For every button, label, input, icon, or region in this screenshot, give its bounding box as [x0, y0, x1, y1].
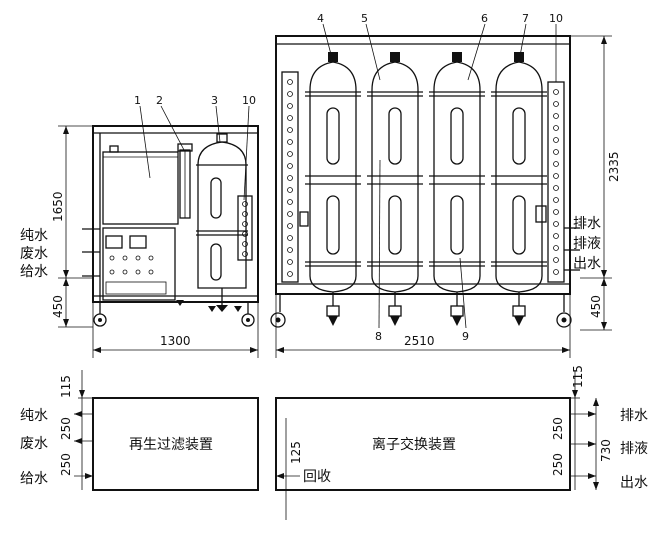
part-number-3: 3 — [211, 94, 218, 107]
plan-left-title: 再生过滤装置 — [129, 437, 213, 453]
label-drain-water: 排水 — [573, 216, 601, 232]
control-panel — [102, 227, 176, 301]
dim-left-width: 1300 — [160, 334, 191, 348]
plan-label-feed-water: 给水 — [20, 471, 48, 487]
right-casters — [270, 294, 572, 328]
plan-label-return: 回收 — [303, 469, 331, 485]
leader-lines — [139, 23, 557, 329]
part-3-vessel — [196, 133, 248, 312]
front-dimensions: 1650 450 1300 2335 450 2510 — [51, 35, 621, 358]
left-unit-front-view — [82, 125, 259, 327]
plan-dim-left-low: 250 — [59, 453, 73, 476]
part-number-labels: 1 2 3 10 4 5 6 7 10 8 9 — [134, 12, 563, 343]
part-number-2: 2 — [156, 94, 163, 107]
ion-column-6 — [429, 52, 485, 326]
front-left-labels: 纯水 废水 给水 — [20, 228, 48, 280]
front-right-labels: 排水 排液 出水 — [573, 216, 601, 272]
plan-view: 再生过滤装置 离子交换装置 纯水 废水 给水 115 250 250 125 回… — [20, 365, 648, 520]
label-waste-water: 废水 — [20, 246, 48, 262]
dim-right-width: 2510 — [404, 334, 435, 348]
part-number-6: 6 — [481, 12, 488, 25]
plan-dim-right-low: 250 — [551, 453, 565, 476]
part-10-right-valve-column — [547, 81, 565, 283]
plan-right-title: 离子交换装置 — [372, 436, 456, 453]
plan-dim-left-top: 115 — [59, 375, 73, 398]
label-feed-water: 给水 — [20, 264, 48, 280]
part-number-8: 8 — [375, 330, 382, 343]
plan-dim-right-total: 730 — [599, 439, 613, 462]
plan-left-box — [92, 397, 259, 491]
part-number-1: 1 — [134, 94, 141, 107]
plan-dim-right-mid: 250 — [551, 417, 565, 440]
dim-right-height: 2335 — [607, 151, 621, 182]
left-casters — [93, 300, 255, 327]
part-number-7: 7 — [522, 12, 529, 25]
ion-column-7 — [491, 52, 547, 326]
part-number-5: 5 — [361, 12, 368, 25]
label-pure-water: 纯水 — [20, 228, 48, 244]
part-10-left-valve-column — [237, 195, 253, 261]
plan-dim-return: 125 — [289, 441, 303, 464]
part-1-tank — [102, 145, 179, 225]
ion-column-4 — [305, 52, 361, 326]
right-unit-front-view — [270, 35, 580, 328]
label-outlet-water: 出水 — [573, 256, 601, 272]
plan-label-outlet-water: 出水 — [620, 475, 648, 491]
dim-left-height: 1650 — [51, 191, 65, 222]
dim-right-base: 450 — [589, 295, 603, 318]
right-left-valve-column — [281, 71, 299, 283]
plan-label-pure-water: 纯水 — [20, 408, 48, 424]
plan-label-waste-water: 废水 — [20, 436, 48, 452]
plan-dim-left-mid: 250 — [59, 417, 73, 440]
part-2-column — [177, 143, 193, 219]
plan-label-drain-water: 排水 — [620, 408, 648, 424]
part-number-10-right: 10 — [549, 12, 563, 25]
part-number-9: 9 — [462, 330, 469, 343]
plan-label-drain-liquid: 排液 — [620, 441, 648, 457]
part-number-4: 4 — [317, 12, 324, 25]
dim-left-base: 450 — [51, 295, 65, 318]
ion-column-5 — [367, 52, 423, 326]
plan-dim-right-top: 115 — [571, 365, 585, 388]
part-number-10-left: 10 — [242, 94, 256, 107]
label-drain-liquid: 排液 — [573, 236, 601, 252]
